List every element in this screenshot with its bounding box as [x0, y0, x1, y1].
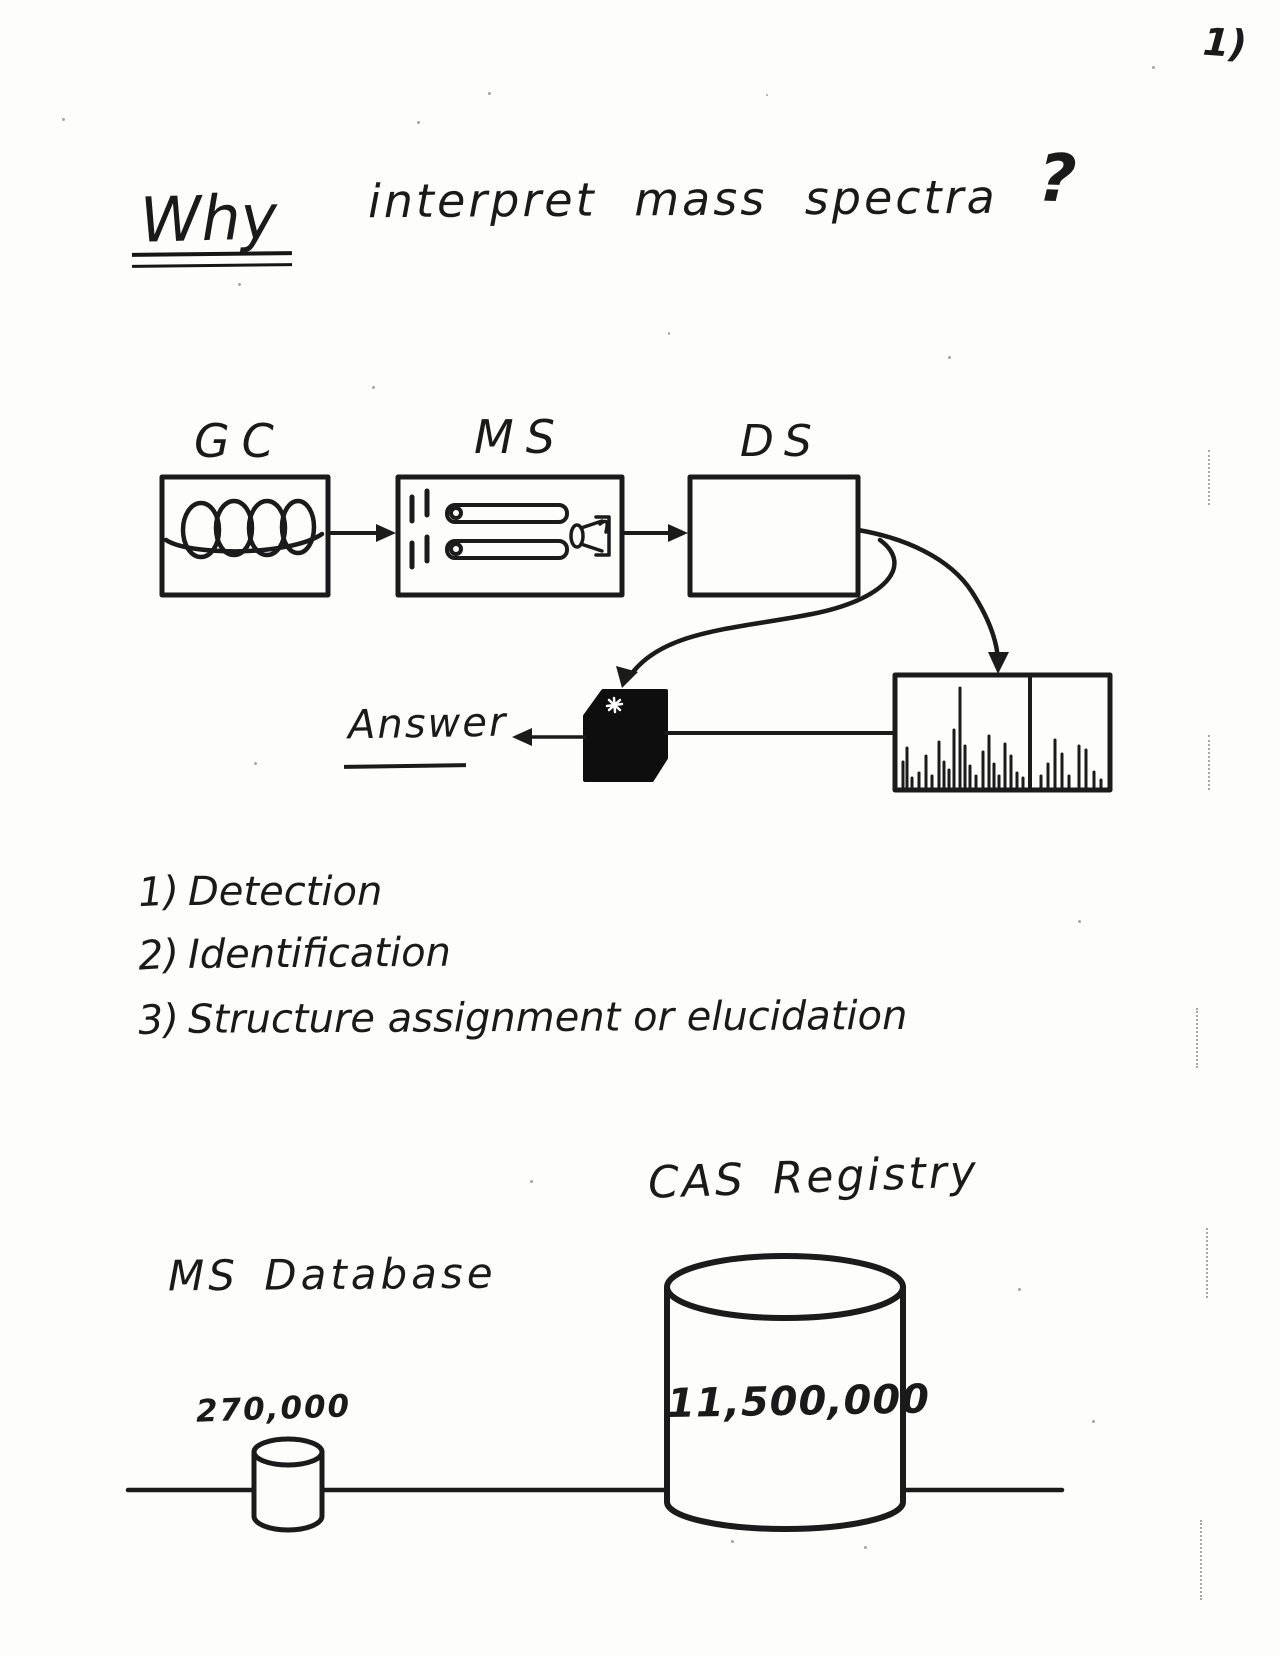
detector-icon [569, 515, 611, 557]
margin-artifact [1200, 1520, 1202, 1600]
gc-to-ms-arrow [326, 524, 396, 542]
ms-database-cylinder-icon [251, 1436, 325, 1533]
gc-box [159, 474, 331, 598]
gc-coil-icon [163, 498, 325, 560]
ms-to-ds-arrow [620, 524, 688, 542]
cube-to-answer-arrow [512, 728, 587, 746]
sparkle-icon [605, 696, 624, 714]
margin-artifact [1206, 1228, 1208, 1298]
quadrupole-rods-icon [445, 503, 569, 560]
cas-registry-cylinder-icon [664, 1253, 906, 1532]
ion-source-dashes-icon [409, 488, 430, 570]
margin-artifact [1208, 735, 1210, 790]
spectrum-peaks [901, 686, 1103, 790]
ds-to-cube-curve [616, 537, 897, 688]
margin-artifact [1196, 1008, 1198, 1068]
margin-artifact [1208, 450, 1210, 505]
library-cube-icon [583, 689, 668, 782]
ms-box [395, 474, 625, 598]
database-size-comparison [125, 1253, 1065, 1533]
mass-spectrum-box [892, 672, 1113, 793]
ds-box [687, 474, 861, 598]
ds-to-spectrum-curve [855, 527, 1009, 674]
